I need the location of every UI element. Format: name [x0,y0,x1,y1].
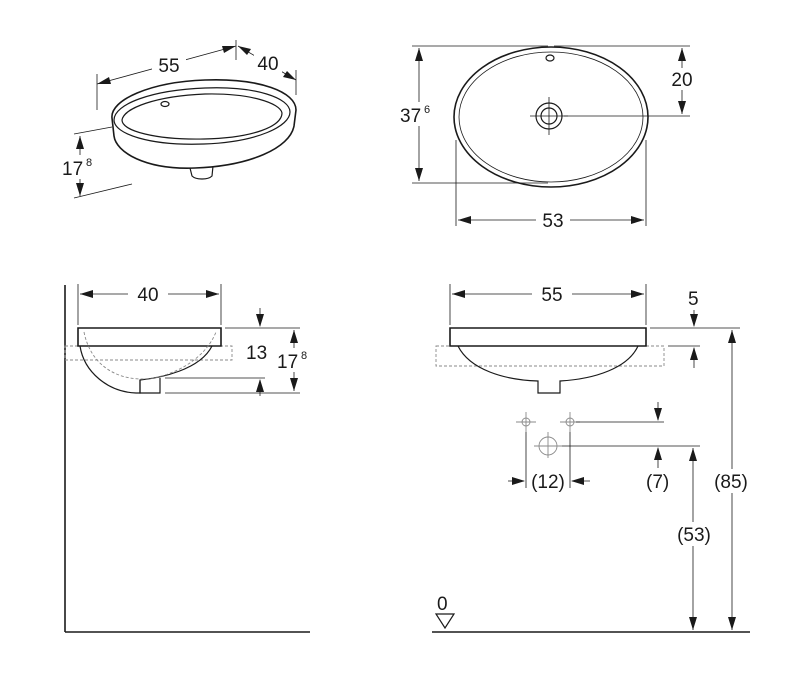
top-waste-icon [530,97,568,135]
side-height-label: 17 [277,352,298,373]
front-floor-level-label: 0 [437,594,448,615]
front-width-label: 55 [541,285,562,306]
floor-level-icon [434,613,456,630]
top-tap-hole [545,54,555,62]
perspective-height-label: 17 [62,159,83,180]
front-bowl [457,345,639,394]
perspective-width-label: 55 [158,56,179,77]
top-depth-sup: 6 [424,104,430,116]
top-width-label: 53 [542,211,563,232]
top-basin-inner [458,51,644,183]
front-rim-label: 5 [688,289,699,310]
perspective-basin-rim [113,87,291,145]
top-tap-offset-label: 20 [671,70,692,91]
front-rim-height-label: (85) [714,472,748,493]
side-width-label: 40 [137,285,158,306]
perspective-tap-hole [160,100,170,108]
front-tap-offset-label: (7) [646,472,669,493]
side-height-sup: 8 [301,350,307,362]
side-bowl [79,345,213,394]
perspective-waste [189,165,214,180]
side-rim [77,327,222,347]
side-view: 40 13 17 8 [64,282,315,633]
perspective-depth-label: 40 [257,54,278,75]
front-waste-height-label: (53) [677,525,711,546]
side-waste [139,378,161,394]
front-rim [449,327,647,347]
perspective-basin-body [111,79,297,169]
front-view: 0 55 5 [432,282,754,633]
side-bowl-inner [83,331,217,380]
front-tap-spacing-label: (12) [531,472,565,493]
side-bowl-depth-label: 13 [246,343,267,364]
top-view: 37 6 20 53 [398,45,698,232]
perspective-height-sup: 8 [86,157,92,169]
top-depth-label: 37 [400,106,421,127]
top-basin-outer [453,46,649,188]
perspective-basin-inner [121,93,283,140]
front-countertop [435,345,665,367]
perspective-view: 55 40 17 8 [60,40,297,199]
